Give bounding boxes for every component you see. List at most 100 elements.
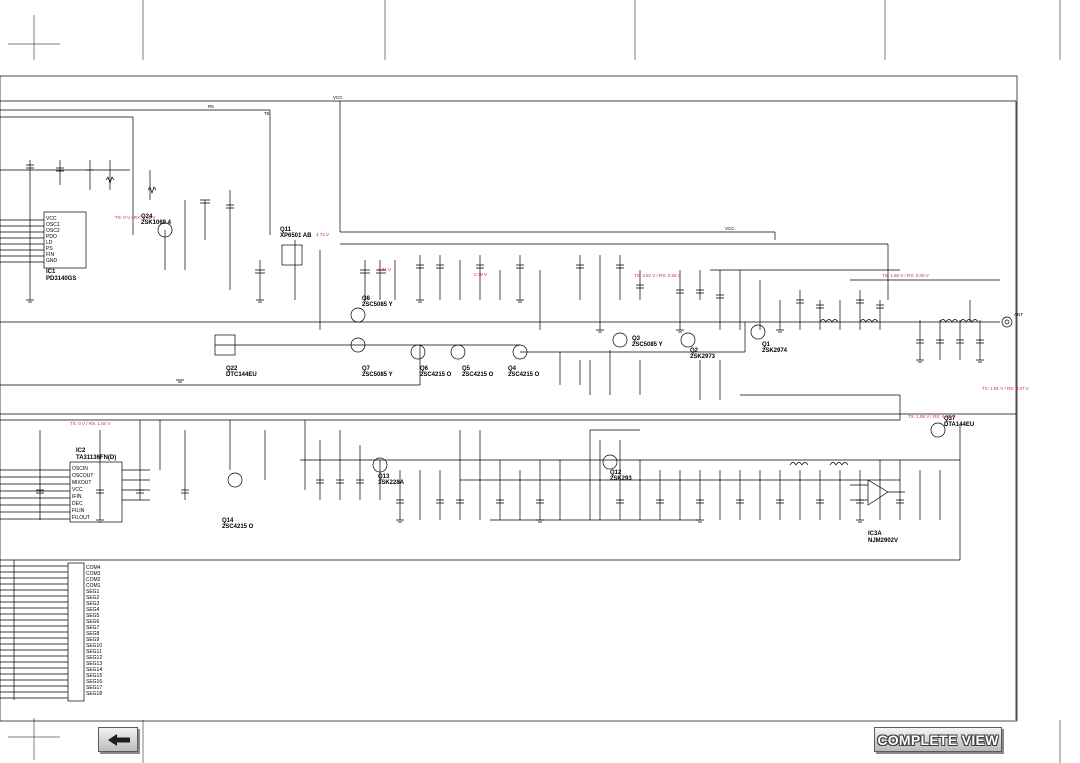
lcd-pin-5: SEG1: [86, 589, 100, 595]
lcd-connector: [0, 560, 85, 702]
q6-name: 2SC4215 O: [420, 372, 452, 378]
lcd-pin-12: SEG8: [86, 631, 100, 637]
q8-name: 2SC5085 Y: [362, 302, 393, 308]
lcd-pin-18: SEG14: [86, 667, 102, 673]
ic2-pin-2: OSCOUT: [72, 473, 93, 479]
ic1-pin-8: GND: [46, 258, 58, 264]
back-button[interactable]: [98, 727, 138, 752]
lcd-pin-8: SEG4: [86, 607, 100, 613]
q37-name: DTA144EU: [944, 422, 974, 428]
q11-ref: Q11: [280, 227, 292, 233]
q22-name: DTC144EU: [226, 372, 257, 378]
vcc-net-label-2: VCC: [725, 226, 735, 231]
q3-name: 2SC5085 Y: [632, 342, 663, 348]
ic1-pin-1: VCC: [46, 216, 57, 222]
ic2-pin-8: FILOUT: [72, 515, 90, 521]
lower-branches: [39, 420, 960, 521]
ic1-pin-5: LD: [46, 240, 53, 246]
lcd-pin-22: SEG18: [86, 691, 102, 697]
q7-ref: Q7: [362, 366, 371, 372]
ic2-ref: IC2: [76, 448, 86, 454]
crop-marks: [8, 0, 1061, 763]
q1-ref: Q1: [762, 342, 771, 348]
lcd-pin-20: SEG16: [86, 679, 102, 685]
q12-ref: Q12: [610, 470, 622, 476]
ic3a-ref: IC3A: [868, 531, 882, 537]
complete-view-label: COMPLETE VIEW: [877, 731, 999, 748]
q37-ref: Q37: [944, 416, 956, 422]
q5-name: 2SC4215 O: [462, 372, 494, 378]
ic2-pin-7: FILIN: [72, 508, 85, 514]
q6-voltage: 2.78 V: [474, 272, 487, 277]
lcd-pin-4: COM1: [86, 583, 101, 589]
ic1-ref: IC1: [46, 269, 56, 275]
q3-ref: Q3: [632, 336, 641, 342]
t5-net-label: T5: [264, 111, 270, 116]
lcd-pin-15: SEG11: [86, 649, 102, 655]
q24-name: 2SK1069 4: [141, 220, 172, 226]
q6-ref: Q6: [420, 366, 429, 372]
lcd-pin-21: SEG17: [86, 685, 102, 691]
ic1-pin-4: PDO: [46, 234, 57, 240]
q4-ref: Q4: [508, 366, 517, 372]
q2-name: 2SK2973: [690, 354, 716, 360]
ic2-pin-3: MIXOUT: [72, 480, 91, 486]
q3-voltage: TX: 3.82 V / RX: 0.59 V: [634, 273, 681, 278]
q2-ref: Q2: [690, 348, 699, 354]
ant-label: ANT: [1014, 312, 1023, 317]
q4-name: 2SC4215 O: [508, 372, 540, 378]
complete-view-button[interactable]: COMPLETE VIEW: [874, 727, 1002, 752]
ic3a: [850, 479, 905, 506]
q8-voltage: 3.81 V: [378, 267, 391, 272]
q24-voltage: TX: 0 V / RX: 1.03 V: [115, 215, 156, 220]
lcd-pin-1: COM4: [86, 565, 101, 571]
lcd-pin-2: COM3: [86, 571, 101, 577]
ant-voltage: TX: 1.81 V / RX: 0.07 V: [982, 386, 1029, 391]
left-arrow-icon: [108, 734, 130, 746]
passive-components: [26, 164, 984, 523]
q11-name: XP6501 AB: [280, 233, 312, 239]
ic1-name: PD3140GS: [46, 276, 76, 282]
vertical-branches: [29, 160, 981, 400]
ic1-pin-3: OSC2: [46, 228, 60, 234]
lcd-pin-9: SEG5: [86, 613, 100, 619]
lcd-pin-7: SEG3: [86, 601, 100, 607]
ic2-pin-1: OSCIN: [72, 466, 88, 472]
q8-ref: Q8: [362, 296, 371, 302]
ic1: VCC OSC1 OSC2 PDO LD PS FIN GND: [0, 211, 87, 269]
ic1-pin-7: FIN: [46, 252, 54, 258]
lcd-pin-10: SEG6: [86, 619, 100, 625]
q12-name: 2SK293: [610, 476, 632, 482]
ic3a-name: NJM2902V: [868, 538, 898, 544]
q7-name: 2SC5085 Y: [362, 372, 393, 378]
ic2-pin-5: IFIN: [72, 494, 82, 500]
transistor-symbols: [157, 222, 946, 488]
q14-ref: Q14: [222, 518, 234, 524]
ic1-pin-2: OSC1: [46, 222, 60, 228]
q13-name: 3SK228A: [378, 480, 405, 486]
lcd-pin-17: SEG13: [86, 661, 102, 667]
q14-name: 2SC4215 O: [222, 524, 254, 530]
schematic-frame: [0, 75, 1018, 722]
antenna-connector-icon: [1001, 316, 1013, 328]
q1-voltage: TX: 1.85 V / RX: 2.00 V: [882, 273, 929, 278]
lcd-pin-3: COM2: [86, 577, 101, 583]
q37-voltage: TX: 1.86 V / RX: 4.45 V: [908, 414, 955, 419]
ic2: OSCIN OSCOUT MIXOUT VCC IFIN DEC FILIN F…: [0, 461, 150, 523]
q1-name: 2SK2974: [762, 348, 788, 354]
ic2-voltage: TX: 0 V / RX: 1.84 V: [70, 421, 111, 426]
lcd-pin-11: SEG7: [86, 625, 100, 631]
ic1-pin-6: PS: [46, 246, 53, 252]
q24-ref: Q24: [141, 214, 153, 220]
lcd-pin-19: SEG15: [86, 673, 102, 679]
r5-net-label: R5: [208, 104, 214, 109]
q22-ref: Q22: [226, 366, 238, 372]
lcd-pin-6: SEG2: [86, 595, 100, 601]
lcd-pin-13: SEG9: [86, 637, 100, 643]
lcd-pin-14: SEG10: [86, 643, 102, 649]
q5-ref: Q5: [462, 366, 471, 372]
q13-ref: Q13: [378, 474, 390, 480]
ic2-name: TA31136FN(D): [76, 455, 116, 461]
